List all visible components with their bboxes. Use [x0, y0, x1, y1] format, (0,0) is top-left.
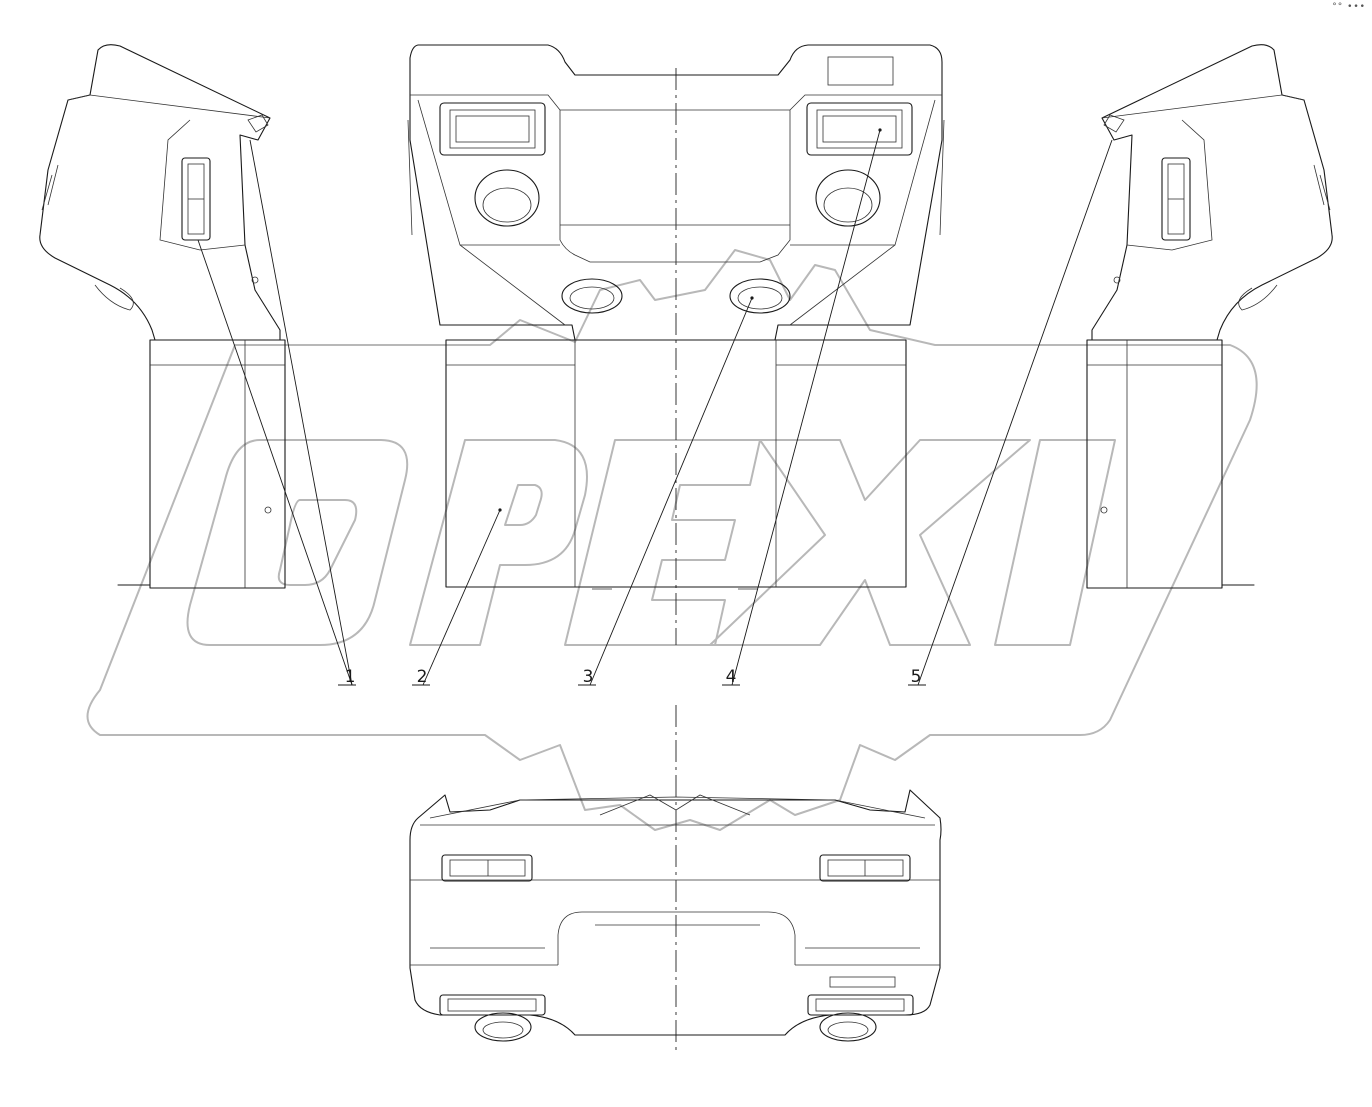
top-view	[409, 789, 942, 1042]
front-vent-right	[806, 102, 913, 156]
callout-numbers: 1 2 3 4 5	[345, 667, 922, 687]
top-round-vent-left	[474, 1012, 532, 1042]
right-side-view	[1086, 44, 1333, 589]
front-view	[407, 44, 945, 590]
front-vent-left	[439, 102, 546, 156]
top-round-vent-right	[819, 1012, 877, 1042]
round-vent-right-lower	[729, 278, 791, 314]
watermark-text	[186, 439, 1116, 646]
leader-1b	[249, 139, 353, 686]
side-vent-left	[181, 157, 211, 241]
corner-marks: °° •••	[1332, 2, 1366, 12]
leader-5	[917, 139, 1113, 686]
callout-1: 1	[345, 667, 356, 687]
leader-lines	[197, 128, 1113, 686]
callout-2: 2	[417, 667, 428, 687]
opex-watermark-logo	[86, 249, 1258, 831]
top-vent-left-front	[441, 854, 533, 882]
top-vent-right-front	[819, 854, 911, 882]
left-side-view	[39, 44, 286, 589]
leader-2	[422, 509, 501, 686]
round-vent-left-lower	[561, 278, 623, 314]
leader-4	[731, 129, 881, 686]
leader-1	[197, 239, 353, 686]
callout-3: 3	[583, 667, 594, 687]
round-vent-left-upper	[474, 169, 540, 227]
round-vent-right-upper	[815, 169, 881, 227]
top-vent-right-rear	[807, 994, 914, 1016]
leader-3	[589, 297, 753, 686]
callout-4: 4	[726, 667, 737, 687]
top-vent-left-rear	[439, 994, 546, 1016]
callout-5: 5	[911, 667, 922, 687]
